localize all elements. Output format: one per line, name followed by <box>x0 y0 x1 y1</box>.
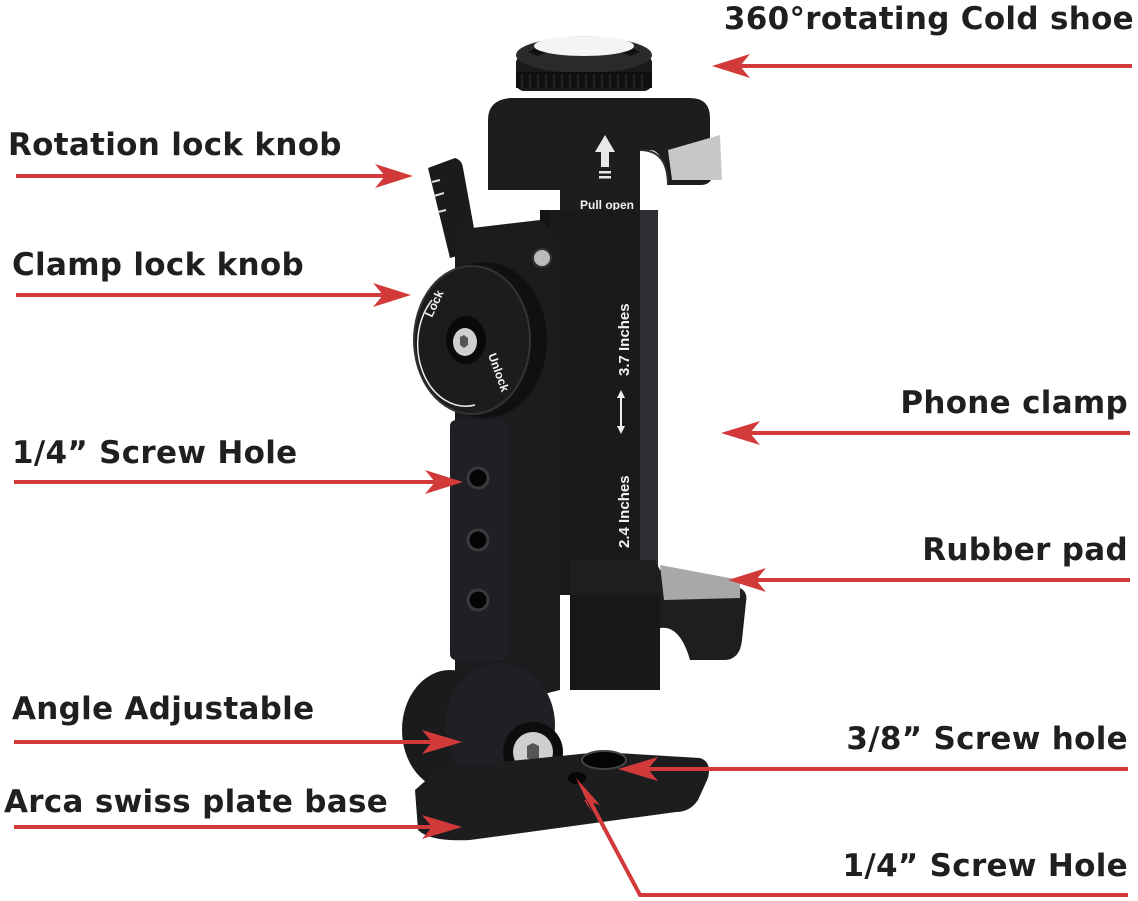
label-rubber-pad: Rubber pad <box>922 532 1128 568</box>
label-base-screw-hole: 1/4” Screw Hole <box>842 848 1128 884</box>
top-jaw <box>488 98 722 225</box>
arrow-base-screw-hole-icon <box>576 778 1128 897</box>
label-clamp-lock-knob: Clamp lock knob <box>12 247 304 283</box>
arrow-rubber-pad-icon <box>728 568 1130 592</box>
arrow-rotation-lock-icon <box>16 164 413 188</box>
clamp-lock-knob: Lock Unlock <box>413 262 547 418</box>
pull-open-text: Pull open <box>580 198 634 212</box>
range-marking: 3.7 Inches 2.4 Inches <box>616 303 633 548</box>
label-cold-shoe: 360°rotating Cold shoe <box>723 1 1134 37</box>
arrow-angle-adjustable-icon <box>14 730 462 754</box>
range-max-text: 3.7 Inches <box>616 303 633 376</box>
label-arca-base: Arca swiss plate base <box>4 784 389 820</box>
arrow-phone-clamp-icon <box>721 421 1130 445</box>
arrow-arca-base-icon <box>14 815 462 839</box>
label-angle-adjustable: Angle Adjustable <box>12 691 315 727</box>
label-side-screw-hole: 1/4” Screw Hole <box>12 435 298 471</box>
cold-shoe <box>516 36 652 91</box>
arrow-38-screw-hole-icon <box>618 757 1128 781</box>
arrow-cold-shoe-icon <box>712 54 1132 78</box>
label-phone-clamp: Phone clamp <box>900 385 1128 421</box>
label-38-screw-hole: 3/8” Screw hole <box>846 721 1128 757</box>
label-rotation-lock-knob: Rotation lock knob <box>8 127 342 163</box>
arrow-side-screw-hole-icon <box>14 470 463 494</box>
pull-open-arrow-icon <box>595 135 615 179</box>
bottom-jaw <box>570 560 747 690</box>
range-min-text: 2.4 Inches <box>616 475 633 548</box>
arrow-clamp-lock-icon <box>16 283 411 307</box>
double-arrow-icon <box>617 390 625 434</box>
